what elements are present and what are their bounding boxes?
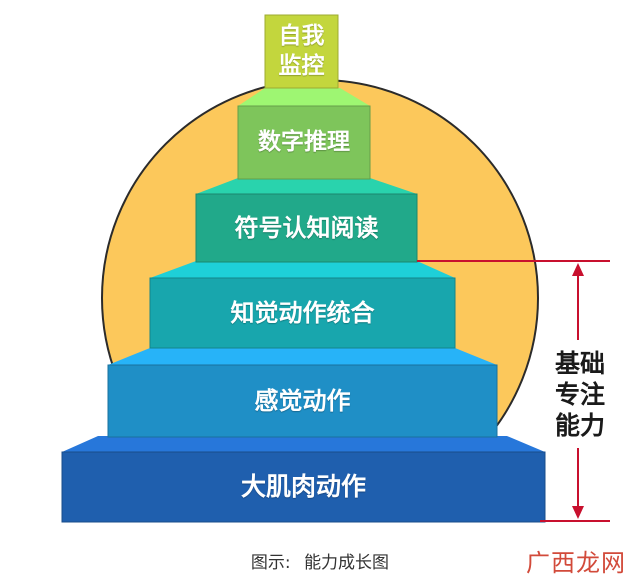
tier-label: 自我监控 (265, 21, 338, 81)
foundation-focus-ability-label: 基础 专注 能力 (548, 348, 612, 441)
tier-face (61, 451, 546, 523)
caption-prefix: 图示: (250, 553, 291, 573)
arrow-down-head (572, 506, 584, 519)
tier-face (264, 14, 339, 89)
tier-bevel (238, 88, 370, 106)
side-label-line: 专注 (554, 380, 605, 409)
tier-label-line: 监控 (278, 53, 325, 79)
tier-label: 数字推理 (258, 129, 350, 155)
tier-bevel (196, 178, 417, 194)
tier-label: 感觉动作 (254, 387, 351, 415)
tier-bevel (150, 261, 455, 278)
arrow-up-head (572, 263, 584, 276)
tier-label: 知觉动作统合 (230, 299, 375, 327)
tier-label-line: 自我 (278, 23, 325, 49)
side-label-line: 能力 (554, 411, 605, 440)
bracket-marker (417, 260, 610, 522)
tier-face (237, 105, 371, 180)
side-label-line: 基础 (554, 349, 605, 378)
tier-label: 符号认知阅读 (234, 214, 379, 242)
tier-face (107, 364, 498, 438)
tier-face (195, 193, 418, 263)
watermark-logo: 广西龙网 (526, 549, 626, 577)
figure-caption: 图示: 能力成长图 (0, 548, 640, 573)
tier-label: 大肌肉动作 (240, 472, 366, 501)
tier-bevel (62, 436, 545, 452)
caption-text: 能力成长图 (304, 553, 390, 573)
tier-face (149, 277, 456, 349)
tier-bevel (108, 348, 497, 365)
pyramid-tiers (61, 14, 546, 523)
